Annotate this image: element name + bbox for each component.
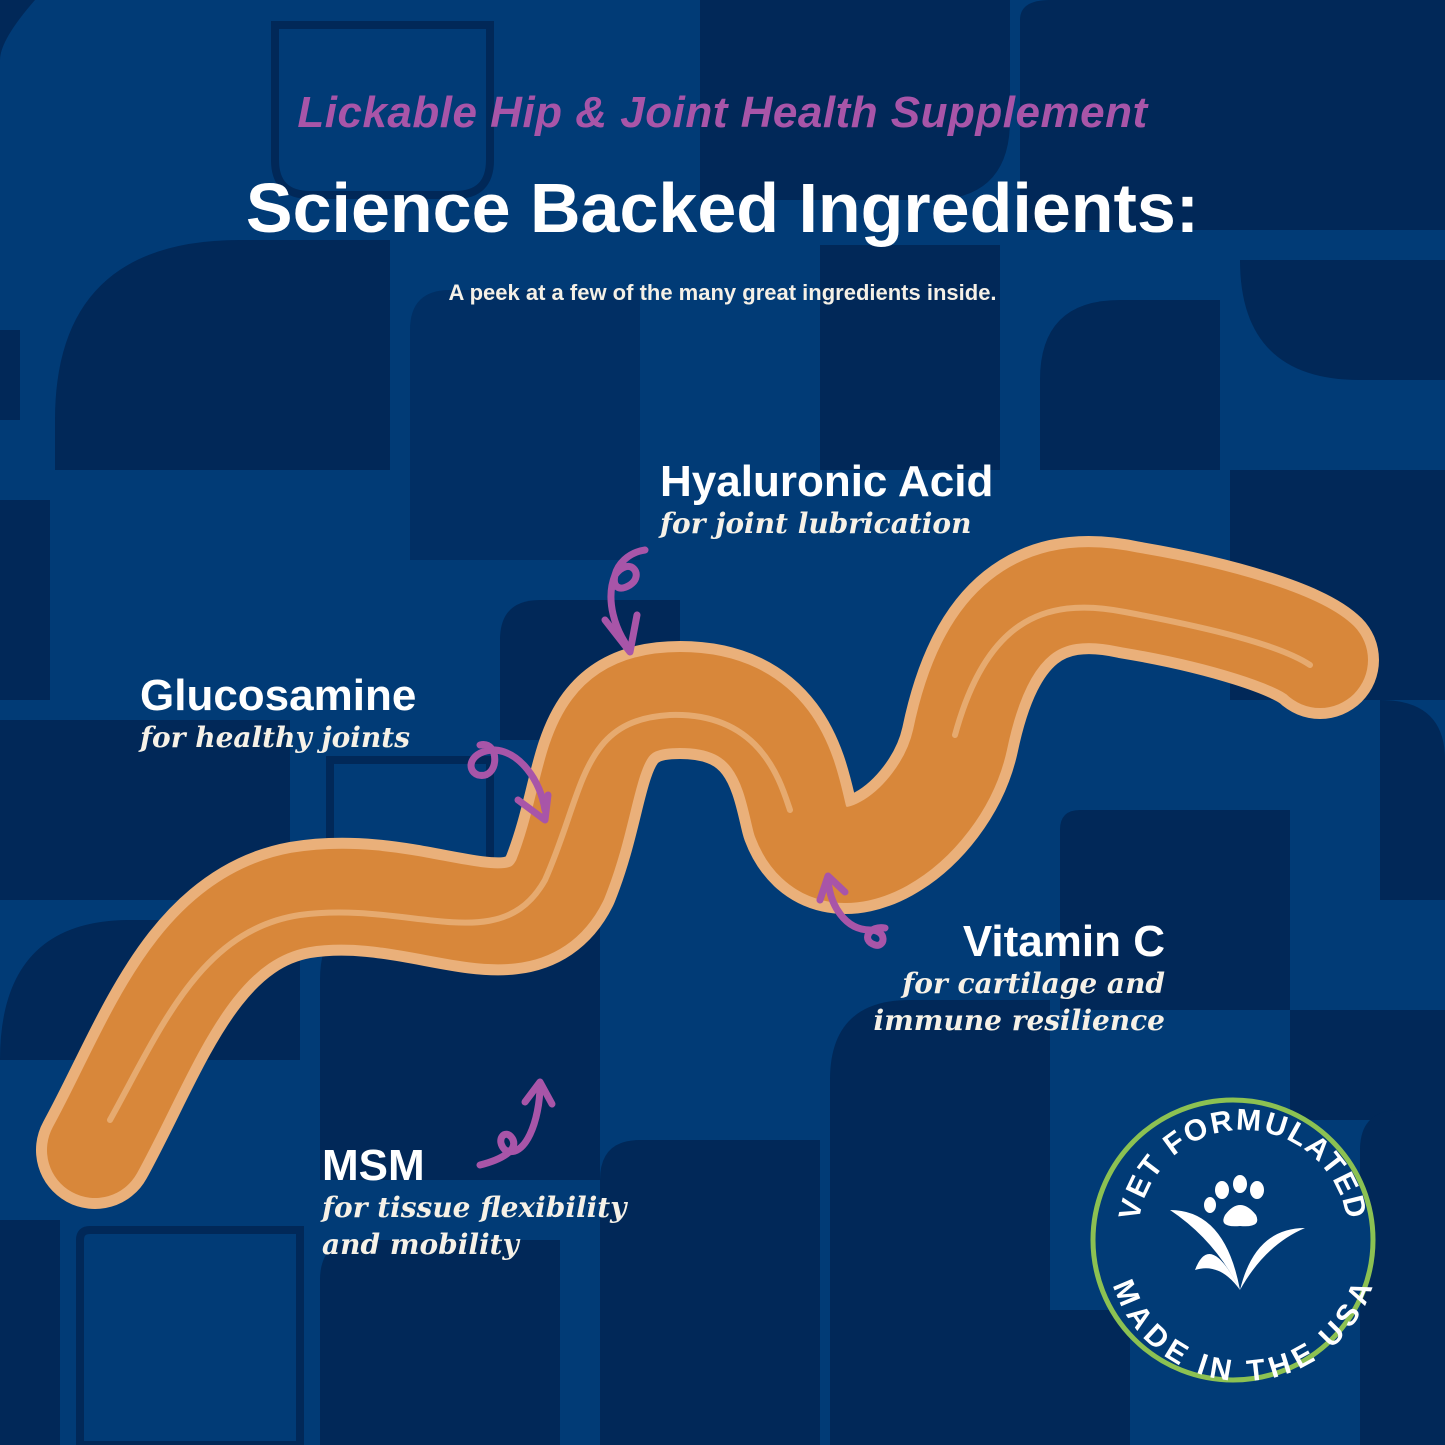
page-title: Science Backed Ingredients: bbox=[245, 169, 1200, 247]
ingredient-description-line1: for tissue flexibility bbox=[322, 1191, 627, 1225]
ingredient-name: Vitamin C bbox=[962, 917, 1165, 966]
arrow-hyaluronic-icon bbox=[601, 546, 649, 656]
arrow-glucosamine-icon bbox=[467, 741, 552, 824]
paw-grass-icon bbox=[1170, 1175, 1305, 1290]
ingredient-description: for joint lubrication bbox=[660, 507, 972, 541]
ingredient-name: Hyaluronic Acid bbox=[660, 457, 994, 506]
ingredient-description-line1: for cartilage and bbox=[902, 967, 1165, 1001]
arrow-vitamin-c-icon bbox=[816, 872, 889, 949]
ingredient-description-line2: and mobility bbox=[322, 1227, 519, 1261]
product-tagline: Lickable Hip & Joint Health Supplement bbox=[297, 88, 1148, 137]
ingredient-hyaluronic-acid: Hyaluronic Acid for joint lubrication bbox=[660, 457, 994, 543]
page-subtitle: A peek at a few of the many great ingred… bbox=[448, 280, 997, 305]
ingredient-description: for healthy joints bbox=[140, 721, 410, 755]
ingredient-name: Glucosamine bbox=[140, 671, 417, 720]
ingredient-glucosamine: Glucosamine for healthy joints bbox=[140, 671, 417, 757]
ingredient-name: MSM bbox=[322, 1141, 425, 1190]
arrow-msm-icon bbox=[476, 1078, 556, 1169]
ingredient-msm: MSM for tissue flexibility and mobility bbox=[322, 1141, 627, 1263]
ingredient-vitamin-c: Vitamin C for cartilage and immune resil… bbox=[873, 917, 1165, 1039]
ingredient-description-line2: immune resilience bbox=[873, 1003, 1165, 1037]
